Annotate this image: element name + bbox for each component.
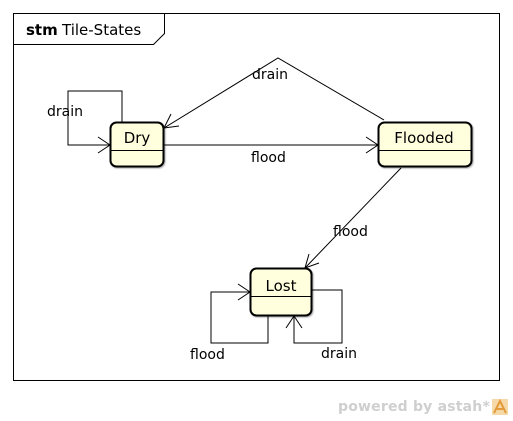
- frame-name-tab: [13, 13, 165, 45]
- label-dry-to-flooded: flood: [251, 150, 286, 166]
- state-flooded-label: Flooded: [394, 129, 453, 147]
- label-flooded-to-lost: flood: [333, 224, 368, 240]
- transition-flooded-to-dry: [163, 57, 385, 129]
- transition-lost-self-drain: [293, 289, 343, 344]
- label-flooded-to-dry: drain: [252, 67, 288, 83]
- state-dry-label: Dry: [124, 129, 151, 147]
- state-lost-label: Lost: [266, 277, 297, 295]
- label-dry-self-drain: drain: [47, 104, 83, 120]
- state-flooded[interactable]: [377, 121, 473, 168]
- transition-lost-self-flood: [210, 291, 269, 344]
- transition-dry-self-drain: [67, 90, 123, 146]
- frame-border: [13, 13, 500, 381]
- powered-by-footer: powered by astah*: [338, 399, 490, 415]
- state-lost[interactable]: [249, 267, 313, 317]
- transition-flooded-to-lost: [304, 167, 402, 269]
- frame-keyword: stm: [26, 21, 58, 39]
- frame-title: Tile-States: [61, 21, 141, 39]
- label-lost-self-flood: flood: [190, 347, 225, 363]
- astah-logo-icon: [492, 398, 508, 415]
- arrowhead-flooded-to-dry: [163, 113, 180, 129]
- label-lost-self-drain: drain: [321, 346, 357, 362]
- state-dry[interactable]: [109, 121, 165, 168]
